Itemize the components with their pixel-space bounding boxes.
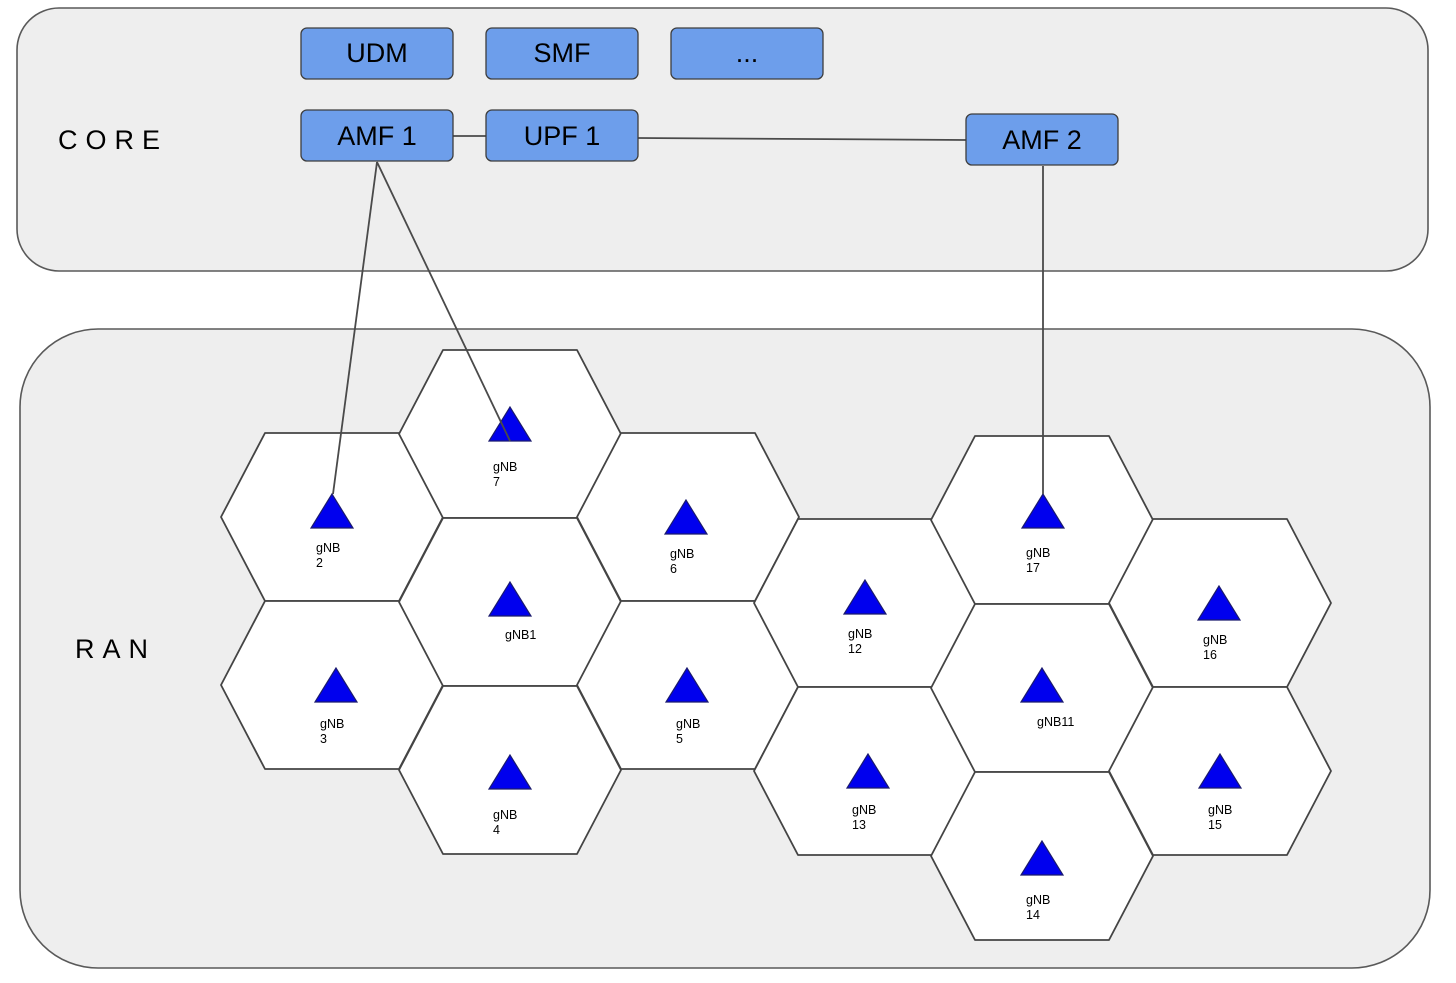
- link-amf1-gnb7: [376, 161, 511, 442]
- gnb13-triangle-icon: [845, 752, 891, 789]
- gnb5-triangle-icon: [664, 666, 710, 703]
- ran-label: RAN: [75, 634, 156, 664]
- more-box[interactable]: [670, 27, 824, 80]
- udm-box[interactable]: [300, 27, 454, 80]
- gnb15-triangle-icon: [1197, 752, 1243, 789]
- gnb12-triangle-icon: [842, 578, 888, 615]
- amf1-box[interactable]: [300, 109, 454, 162]
- gnb1-label: gNB1: [505, 628, 536, 642]
- gnb6-triangle-icon: [663, 498, 709, 535]
- network-functions: UDM SMF ... AMF 1 UPF 1 AMF 2: [300, 27, 1119, 166]
- connections: [332, 135, 1044, 495]
- gnb16-triangle-icon: [1196, 584, 1242, 621]
- core-label: CORE: [58, 125, 168, 155]
- more-label: ...: [736, 38, 759, 68]
- smf-label: SMF: [534, 38, 591, 68]
- gnb11-triangle-icon: [1019, 666, 1065, 703]
- gnb1-triangle-icon: [487, 580, 533, 617]
- amf1-label: AMF 1: [337, 121, 417, 151]
- amf2-label: AMF 2: [1002, 125, 1082, 155]
- gnb11-label: gNB11: [1037, 715, 1074, 729]
- gnb2-triangle-icon: [309, 492, 355, 529]
- gnb14-triangle-icon: [1019, 839, 1065, 876]
- gnb4-triangle-icon: [487, 753, 533, 790]
- gnb-antennas: [309, 405, 1243, 876]
- amf2-box[interactable]: [965, 113, 1119, 166]
- link-amf1-gnb2: [332, 161, 378, 495]
- upf1-label: UPF 1: [524, 121, 601, 151]
- link-upf1-amf2: [637, 137, 967, 141]
- gnb17-triangle-icon: [1020, 492, 1066, 529]
- udm-label: UDM: [346, 38, 408, 68]
- gnb3-triangle-icon: [313, 666, 359, 703]
- smf-box[interactable]: [485, 27, 639, 80]
- upf1-box[interactable]: [485, 109, 639, 162]
